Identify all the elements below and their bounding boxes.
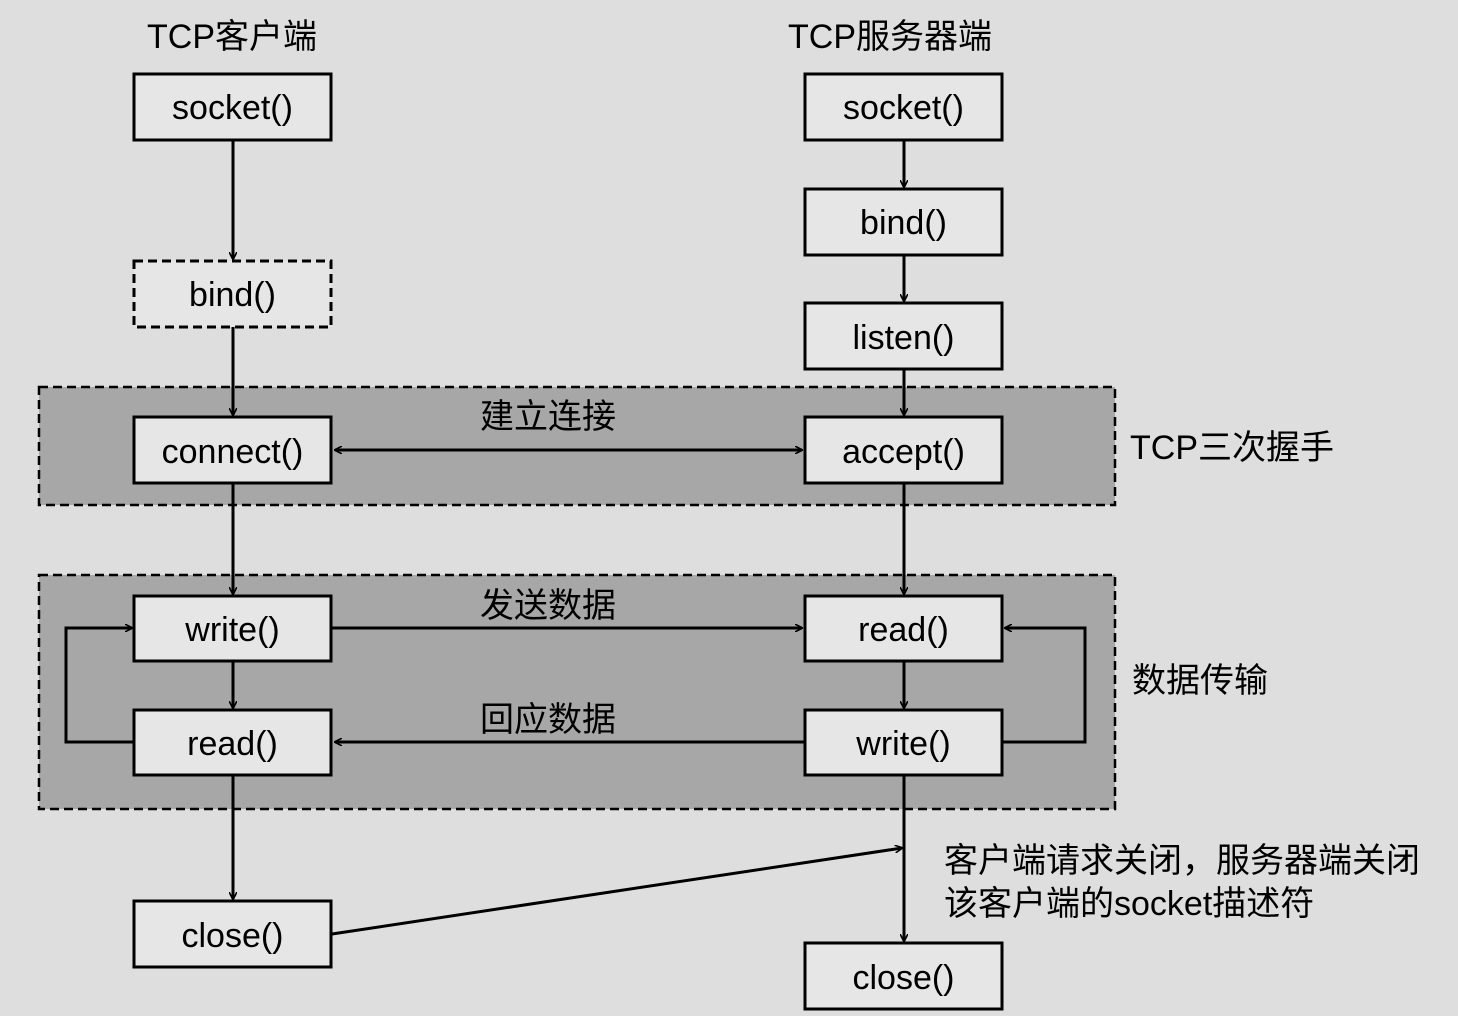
connect-label: 建立连接: [480, 398, 616, 436]
client-socket-label: socket(): [172, 89, 293, 127]
server-close-label: close(): [852, 959, 954, 997]
server-read-label: read(): [858, 611, 949, 649]
client-bind-node: bind(): [132, 259, 333, 329]
handshake-label: TCP三次握手: [1130, 429, 1334, 467]
data-transfer-label: 数据传输: [1132, 662, 1268, 700]
client-close-label: close(): [181, 917, 283, 955]
server-read-node: read(): [803, 594, 1004, 663]
close-note-line2: 该客户端的socket描述符: [944, 885, 1314, 923]
close-note-line1: 客户端请求关闭，服务器端关闭: [944, 842, 1420, 880]
client-write-node: write(): [132, 594, 333, 663]
client-write-label: write(): [184, 611, 279, 649]
edges: [64, 141, 1087, 941]
server-bind-label: bind(): [860, 204, 947, 242]
server-write-node: write(): [803, 708, 1004, 777]
send-data-label: 发送数据: [480, 587, 616, 625]
server-accept-node: accept(): [803, 415, 1004, 485]
server-listen-label: listen(): [852, 319, 954, 357]
client-bind-label: bind(): [189, 276, 276, 314]
server-write-label: write(): [855, 725, 950, 763]
edge-close-notify: [331, 848, 902, 936]
client-close-node: close(): [132, 899, 333, 969]
client-read-label: read(): [187, 725, 278, 763]
client-connect-label: connect(): [162, 433, 304, 471]
edge-server-loop: [1002, 628, 1087, 744]
edge-client-loop: [64, 628, 134, 744]
server-bind-node: bind(): [803, 187, 1004, 257]
server-accept-label: accept(): [842, 433, 965, 471]
client-title: TCP客户端: [147, 18, 317, 56]
client-read-node: read(): [132, 708, 333, 777]
server-socket-label: socket(): [843, 89, 964, 127]
client-connect-node: connect(): [132, 415, 333, 485]
server-listen-node: listen(): [803, 301, 1004, 371]
client-socket-node: socket(): [132, 72, 333, 142]
server-title: TCP服务器端: [788, 18, 992, 56]
server-close-node: close(): [803, 941, 1004, 1011]
server-socket-node: socket(): [803, 72, 1004, 142]
reply-data-label: 回应数据: [480, 701, 616, 739]
